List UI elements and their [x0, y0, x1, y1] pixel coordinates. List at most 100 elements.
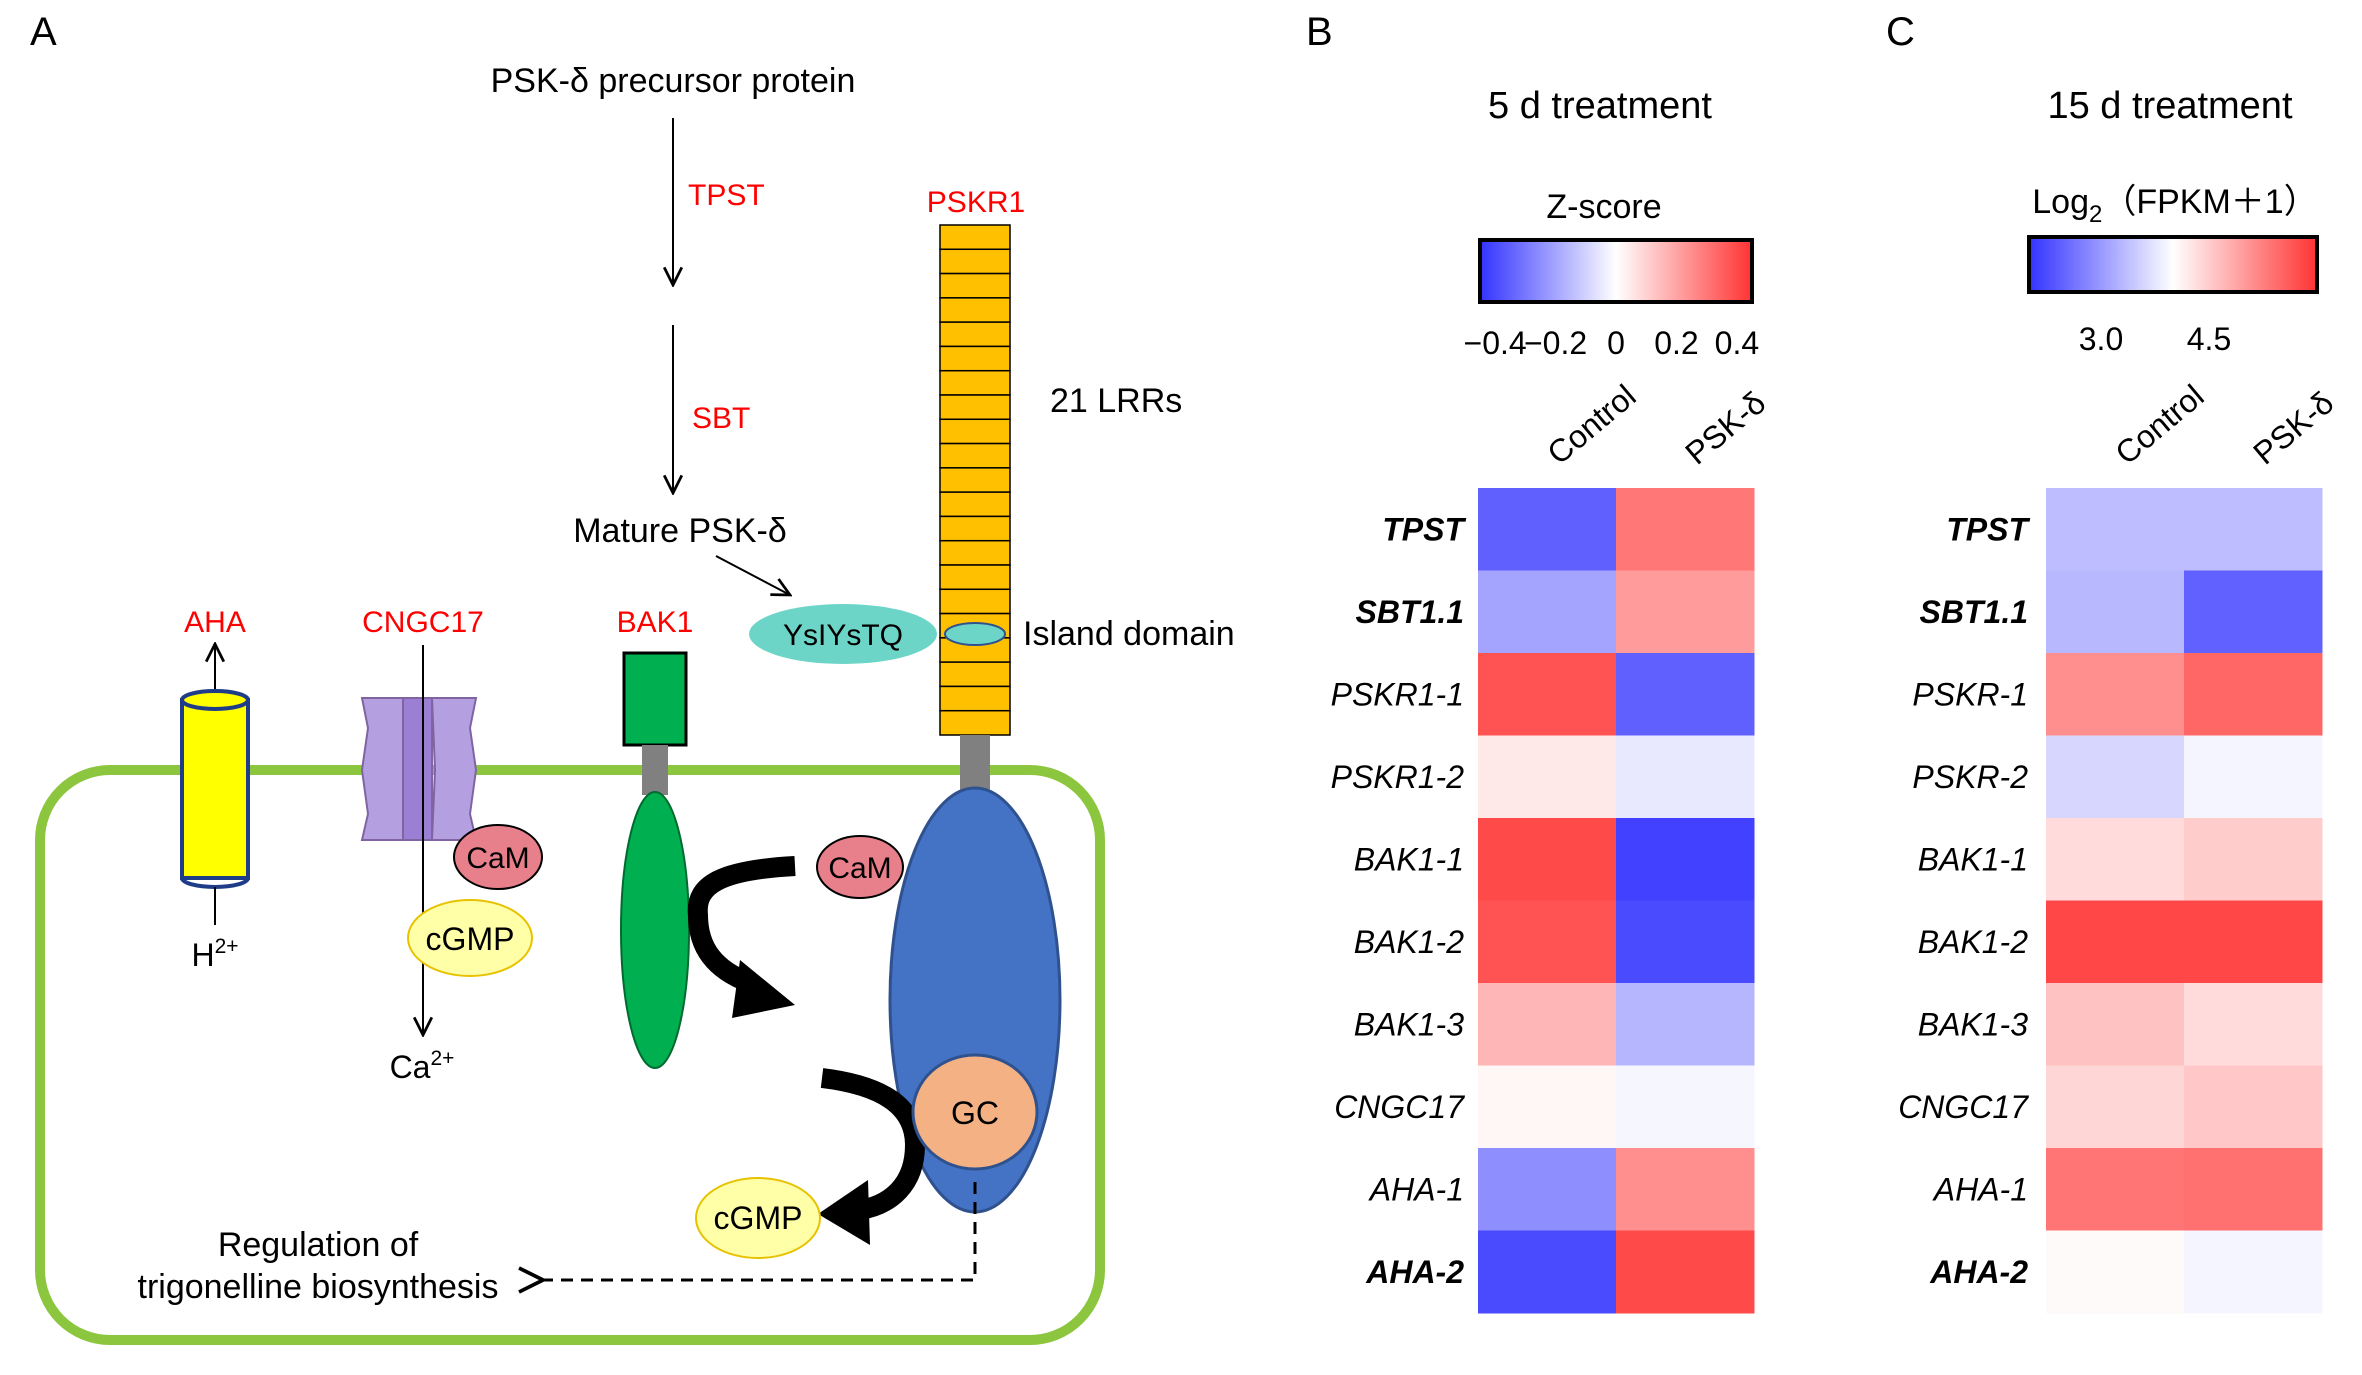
panel-c-title: 15 d treatment: [2047, 85, 2292, 127]
lrr-stack: [939, 224, 1011, 736]
gene-row-label: AHA-2: [1365, 1254, 1464, 1290]
heatmap-cell: [1616, 1148, 1755, 1231]
heatmap-cell: [2184, 1065, 2323, 1149]
heatmap-cell: [1478, 653, 1617, 736]
panel-c-row-labels: TPSTSBT1.1PSKR-1PSKR-2BAK1-1BAK1-2BAK1-3…: [1898, 511, 2030, 1290]
heatmap-cell: [1478, 818, 1617, 901]
heatmap-cell: [2046, 818, 2185, 901]
heatmap-cell: [1616, 570, 1755, 654]
cgmp-product: [695, 1177, 821, 1259]
lrr-segment: [939, 321, 1011, 348]
gene-row-label: PSKR-1: [1912, 676, 2028, 712]
colorbar-tick: −0.4: [1464, 325, 1527, 361]
regulation-line1: Regulation of: [218, 1226, 419, 1264]
gene-row-label: PSKR-2: [1912, 759, 2028, 795]
gene-row-label: CNGC17: [1334, 1089, 1465, 1125]
heatmap-cell: [1616, 488, 1755, 571]
pskr1-transmembrane: [960, 735, 990, 795]
lrr-segment: [939, 394, 1011, 421]
lrr-segment: [939, 564, 1011, 591]
aha-channel-top: [180, 689, 250, 711]
heatmap-cell: [2046, 1148, 2185, 1231]
cngc17-pore: [402, 697, 433, 841]
panel-b-scale-title: Z-score: [1546, 188, 1661, 226]
heatmap-cell: [1478, 983, 1617, 1066]
heatmap-cell: [1616, 818, 1755, 901]
motif-label: YsIYsTQ: [783, 619, 903, 652]
bak1-to-receptor-arrow: [687, 856, 796, 993]
heatmap-cell: [1616, 653, 1755, 736]
heatmap-cell: [2184, 900, 2323, 984]
colorbar-tick: −0.2: [1524, 325, 1587, 361]
cgmp-channel: [407, 899, 533, 977]
lrr-segment: [939, 467, 1011, 493]
bak1-transmembrane: [642, 745, 668, 795]
gene-row-label: BAK1-1: [1918, 841, 2028, 877]
h-ion-label: H2+: [191, 935, 238, 973]
gene-row-label: AHA-2: [1929, 1254, 2028, 1290]
panel-b-heatmap: [1478, 488, 1755, 1314]
lrr-segment: [939, 418, 1011, 445]
gene-row-label: SBT1.1: [1920, 594, 2028, 630]
heatmap-cell: [1616, 900, 1755, 984]
panel-c-heatmap: [2046, 488, 2323, 1314]
colorbar-tick: 4.5: [2187, 321, 2231, 357]
gene-row-label: BAK1-3: [1354, 1006, 1464, 1042]
heatmap-cell: [2046, 983, 2185, 1066]
heatmap-cell: [2184, 1148, 2323, 1231]
cngc17-subunit-left: [360, 697, 408, 841]
cngc17-label: CNGC17: [362, 606, 484, 639]
panel-b-label: B: [1306, 10, 1333, 54]
heatmap-cell: [1478, 1230, 1617, 1314]
lrr-segment: [939, 709, 1011, 736]
cgmp-channel-label: cGMP: [426, 921, 515, 957]
gene-row-label: BAK1-1: [1354, 841, 1464, 877]
lrr-segment: [939, 224, 1011, 251]
panel-c-scale-title: Log2（FPKM＋1）: [2032, 183, 2317, 228]
ca-ion-label: Ca2+: [390, 1047, 455, 1085]
cgmp-product-label: cGMP: [714, 1200, 803, 1236]
gene-row-label: TPST: [1946, 511, 2030, 547]
gc-domain: [911, 1053, 1039, 1171]
panel-a: A PSK-δ precursor protein TPST SBT Matur…: [30, 10, 1235, 1345]
heatmap-cell: [2046, 735, 2185, 819]
lrr-segment: [939, 491, 1011, 518]
gc-label: GC: [951, 1095, 999, 1131]
panel-b-title: 5 d treatment: [1488, 85, 1712, 127]
motif-ellipse: [749, 604, 937, 664]
gene-row-label: PSKR1-2: [1331, 759, 1465, 795]
column-label: PSK-δ: [2246, 384, 2340, 471]
gene-row-label: CNGC17: [1898, 1089, 2029, 1125]
heatmap-cell: [2184, 570, 2323, 654]
heatmap-cell: [1478, 735, 1617, 819]
heatmap-cell: [2046, 570, 2185, 654]
lrr-segment: [939, 248, 1011, 275]
panel-a-label: A: [30, 10, 57, 54]
heatmap-cell: [2184, 735, 2323, 819]
lrr-segment: [939, 272, 1011, 299]
cell-membrane: [35, 765, 1105, 1345]
heatmap-cell: [2184, 1230, 2323, 1314]
heatmap-cell: [1478, 570, 1617, 654]
gene-row-label: SBT1.1: [1356, 594, 1464, 630]
aha-channel-body: [180, 698, 250, 880]
bak1-kinase-domain: [620, 791, 690, 1069]
heatmap-cell: [1478, 900, 1617, 984]
lrr-segment: [939, 442, 1011, 469]
column-label: Control: [2108, 377, 2210, 471]
tpst-label: TPST: [688, 179, 765, 212]
lrr-segment: [939, 369, 1011, 396]
bak1-label: BAK1: [617, 606, 694, 639]
panel-c-column-labels: Control PSK-δ: [2108, 377, 2340, 471]
lrr-segment: [939, 539, 1011, 566]
lrr-segment: [939, 588, 1011, 615]
heatmap-cell: [1478, 1148, 1617, 1231]
cam-channel: [453, 824, 543, 890]
heatmap-cell: [2046, 1230, 2185, 1314]
colorbar-tick: 0.4: [1715, 325, 1759, 361]
mature-psk-label: Mature PSK-δ: [573, 512, 787, 550]
